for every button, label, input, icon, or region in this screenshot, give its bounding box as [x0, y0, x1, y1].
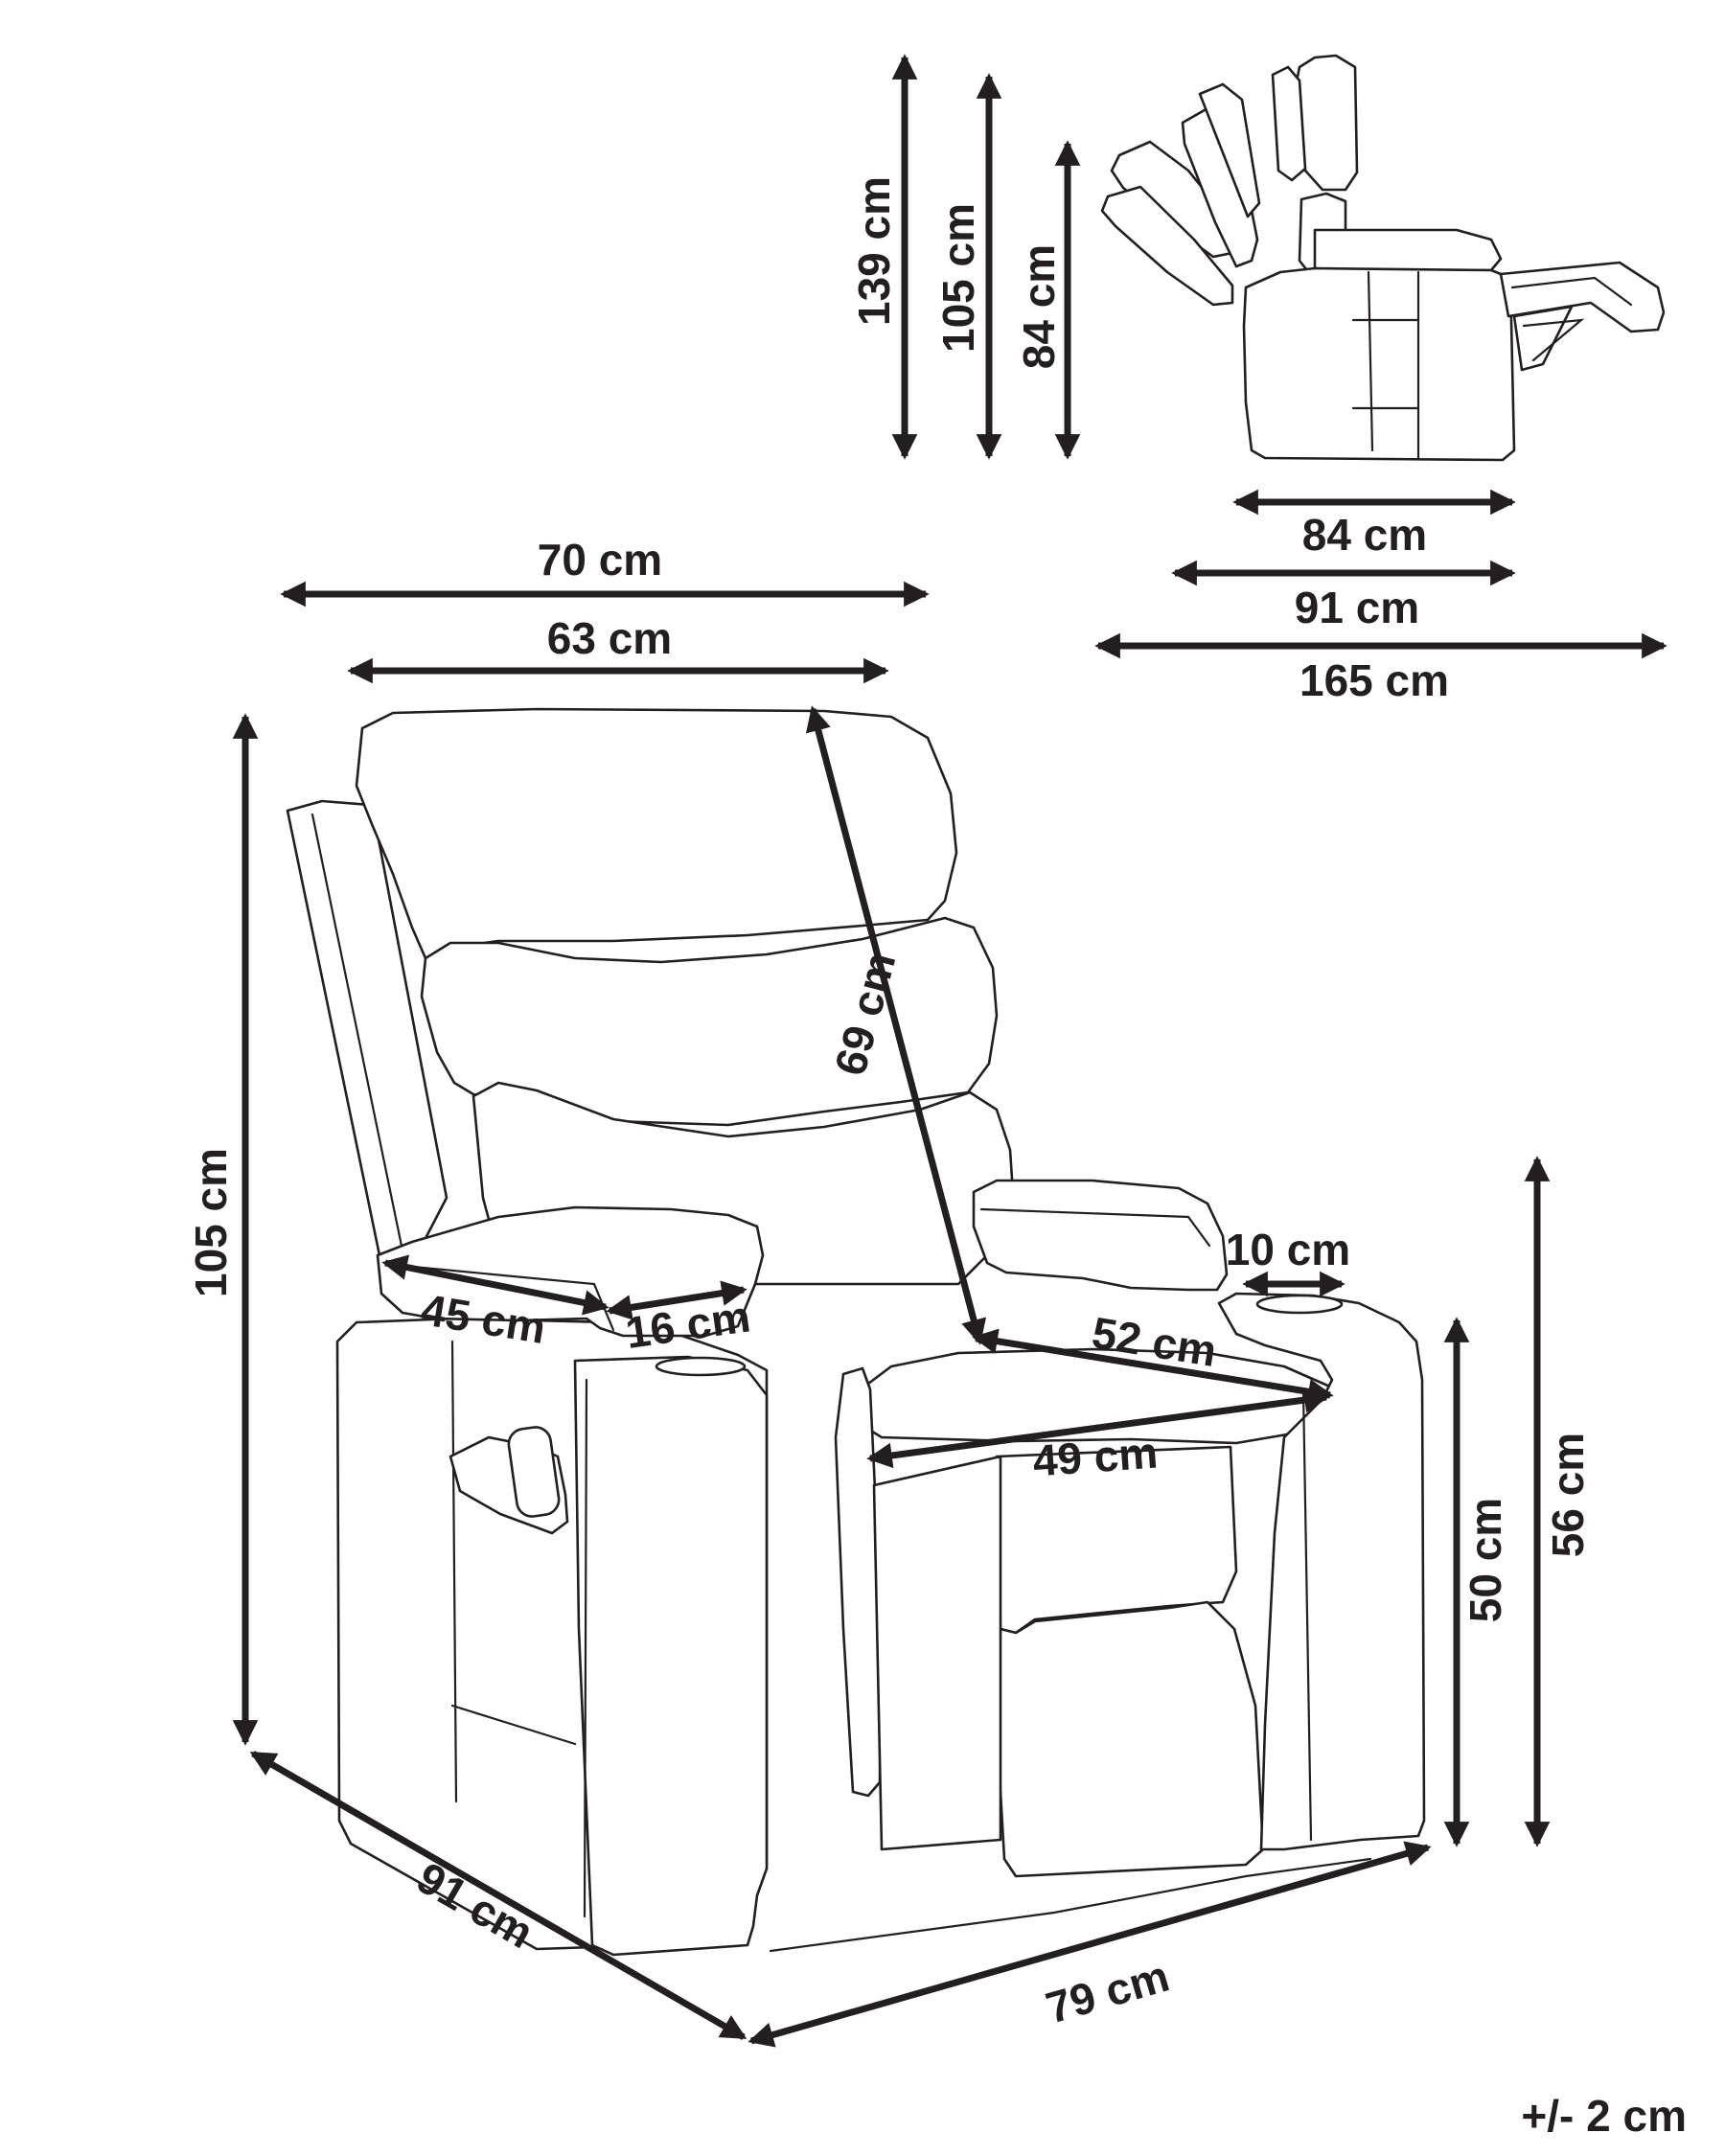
label-backrest-width: 63 cm: [547, 613, 672, 663]
arrow-depth: [249, 1750, 748, 2041]
arrow-armrest-width: [606, 1280, 748, 1320]
label-recline-depth-full: 165 cm: [1300, 655, 1449, 705]
label-recline-depth-upright: 84 cm: [1302, 510, 1427, 560]
arrow-backrest-height: [805, 705, 987, 1345]
label-total-height: 105 cm: [186, 1148, 236, 1297]
label-seat-height: 50 cm: [1460, 1498, 1510, 1622]
tolerance-note: +/- 2 cm: [1521, 2091, 1687, 2141]
label-armrest-height: 56 cm: [1543, 1433, 1593, 1557]
label-recline-height-max: 139 cm: [849, 176, 899, 326]
label-width: 79 cm: [1041, 1951, 1175, 2033]
label-seat-width: 49 cm: [1031, 1428, 1160, 1486]
arrow-seat-depth: [972, 1328, 1334, 1405]
side-view-recliner: [1100, 54, 1666, 462]
dimension-arrows: [232, 54, 1668, 2048]
arrow-seat-width: [866, 1387, 1330, 1469]
arrow-armrest-length: [381, 1254, 610, 1316]
label-recline-height-min: 84 cm: [1014, 244, 1064, 369]
label-recline-height-mid: 105 cm: [933, 203, 983, 353]
label-recline-depth-mid: 91 cm: [1295, 583, 1419, 632]
arrow-width: [748, 1841, 1432, 2048]
label-cup-holder: 10 cm: [1226, 1225, 1350, 1274]
label-total-width: 70 cm: [538, 535, 662, 585]
